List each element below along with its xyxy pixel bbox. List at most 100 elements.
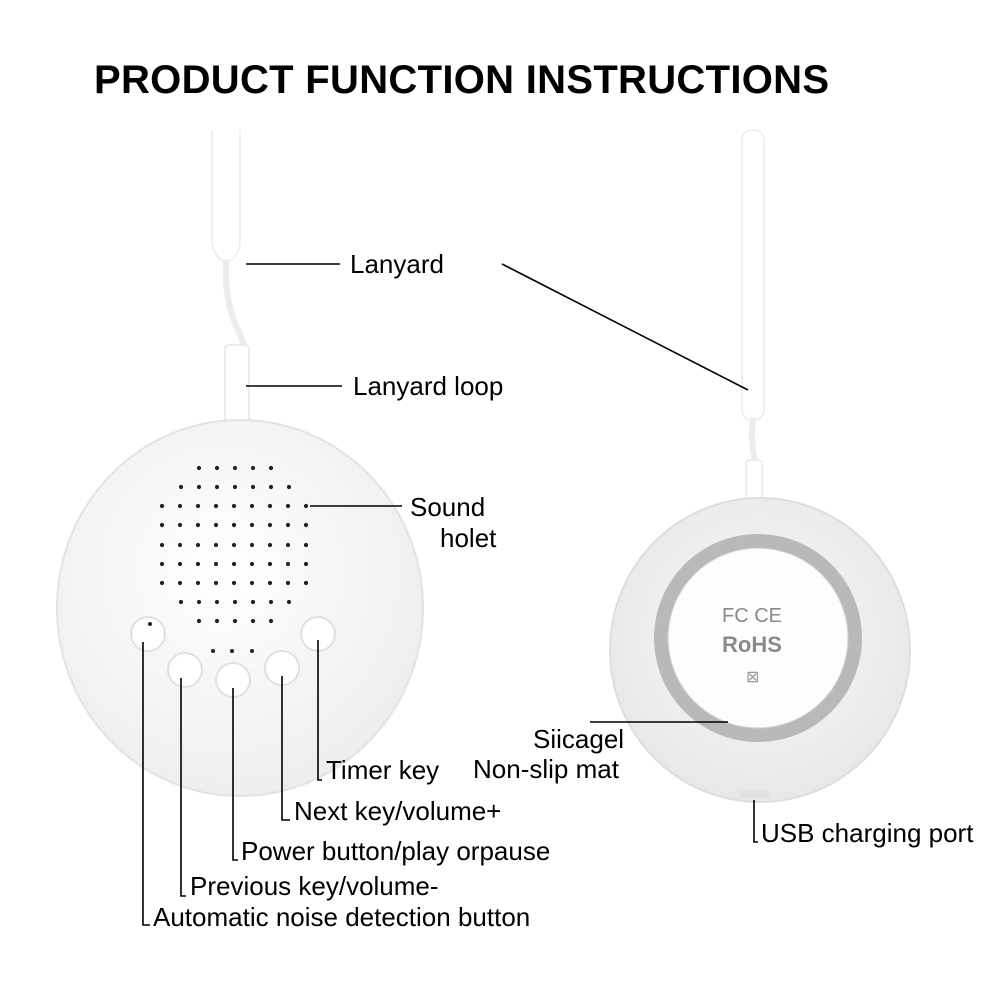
sound-hole-dot [267, 561, 273, 567]
sound-hole-dot [213, 522, 219, 528]
leader-lanyard-back [501, 263, 749, 391]
sound-hole-dot [285, 522, 291, 528]
front-device [56, 130, 424, 797]
sound-hole-dot [268, 618, 274, 624]
sound-hole-dot [232, 599, 238, 605]
sound-hole-dot [214, 618, 220, 624]
sound-hole-dot [195, 503, 201, 509]
sound-hole-dot [231, 561, 237, 567]
label-silicagel-line1: Siicagel [533, 724, 625, 754]
previous-key-button[interactable] [167, 652, 203, 688]
sound-hole-dot [249, 503, 255, 509]
sound-hole-dot [178, 599, 184, 605]
sound-hole-dot [285, 561, 291, 567]
label-power-button: Power button/play orpause [241, 836, 551, 866]
sound-hole-dot [268, 465, 274, 471]
sound-hole-dot [285, 503, 291, 509]
sound-hole-dot [214, 599, 220, 605]
sound-hole-dot [303, 503, 309, 509]
sound-hole-dot [249, 580, 255, 586]
front-lanyard-strap [211, 130, 241, 263]
sound-hole-dot [268, 599, 274, 605]
sound-hole-dot [177, 542, 183, 548]
sound-hole-dot [249, 561, 255, 567]
leader-next-key [281, 676, 290, 821]
sound-hole-dot [303, 522, 309, 528]
sound-holes [159, 465, 309, 624]
sound-hole-dot [196, 465, 202, 471]
sound-hole-dot [177, 522, 183, 528]
label-usb-charging-port: USB charging port [761, 818, 974, 848]
auto-noise-detection-button[interactable] [130, 616, 166, 652]
leader-previous-key [180, 678, 186, 897]
sound-hole-dot [267, 503, 273, 509]
back-lanyard-strap [741, 129, 765, 421]
sound-hole-dot [213, 503, 219, 509]
sound-hole-dot [213, 561, 219, 567]
sound-hole-dot [231, 580, 237, 586]
sound-hole-dot [231, 522, 237, 528]
sound-hole-dot [249, 542, 255, 548]
sound-hole-dot [214, 484, 220, 490]
leader-power-button [232, 688, 238, 861]
leader-lines [142, 263, 758, 926]
sound-hole-dot [195, 561, 201, 567]
leader-auto-noise [142, 642, 150, 926]
leader-timer-key [317, 640, 322, 781]
label-sound-hole-line1: Sound [410, 492, 486, 522]
sound-hole-dot [250, 599, 256, 605]
sound-hole-dot [250, 465, 256, 471]
sound-hole-dot [159, 580, 165, 586]
sound-hole-dot [195, 542, 201, 548]
back-bin-icon: ⊠ [746, 667, 759, 686]
usb-charging-port [740, 790, 770, 798]
sound-hole-dot [232, 484, 238, 490]
back-label-plate [667, 547, 849, 729]
page-title: PRODUCT FUNCTION INSTRUCTIONS [94, 58, 830, 102]
label-timer-key: Timer key [326, 755, 440, 785]
sound-hole-dot [213, 542, 219, 548]
sound-hole-dot [177, 503, 183, 509]
sound-hole-dot [213, 580, 219, 586]
sound-hole-dot [159, 503, 165, 509]
label-lanyard: Lanyard [350, 249, 444, 279]
label-lanyard-loop: Lanyard loop [353, 371, 504, 401]
sound-hole-dot [286, 484, 292, 490]
label-sound-hole-line2: holet [440, 523, 497, 553]
sound-hole-dot [177, 580, 183, 586]
sound-hole-dot [303, 580, 309, 586]
sound-hole-dot [249, 522, 255, 528]
back-fcc-ce-mark: FC CE [722, 605, 782, 627]
sound-hole-dot [267, 580, 273, 586]
sound-hole-dot [286, 599, 292, 605]
sound-hole-dot [178, 484, 184, 490]
sound-hole-dot [232, 618, 238, 624]
sound-hole-dot [177, 561, 183, 567]
leader-usb-port [753, 800, 758, 843]
sound-hole-dot [159, 542, 165, 548]
sound-hole-dot [267, 542, 273, 548]
sound-hole-dot [303, 561, 309, 567]
back-device: FC CE RoHS ⊠ [609, 129, 911, 803]
sound-hole-dot [196, 618, 202, 624]
sound-hole-dot [195, 580, 201, 586]
sound-hole-dot [195, 522, 201, 528]
sound-hole-dot [231, 503, 237, 509]
sound-hole-dot [285, 580, 291, 586]
sound-hole-dot [159, 561, 165, 567]
sound-hole-dot [196, 599, 202, 605]
sound-hole-dot [268, 484, 274, 490]
sound-hole-dot [303, 542, 309, 548]
front-body [56, 419, 424, 797]
sound-hole-dot [267, 522, 273, 528]
sound-hole-dot [250, 618, 256, 624]
sound-hole-dot [232, 465, 238, 471]
front-buttons [130, 616, 336, 698]
sound-hole-dot [250, 484, 256, 490]
sound-hole-dot [159, 522, 165, 528]
label-auto-noise-button: Automatic noise detection button [153, 902, 531, 932]
label-next-key: Next key/volume+ [294, 796, 502, 826]
sound-hole-dot [231, 542, 237, 548]
sound-hole-dot [214, 465, 220, 471]
